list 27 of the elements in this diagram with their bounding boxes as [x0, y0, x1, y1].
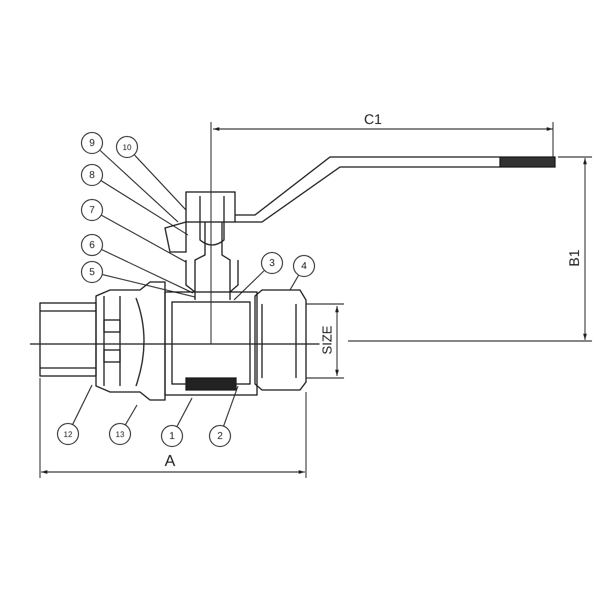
callout-number: 6: [81, 234, 103, 256]
callout-number: 3: [261, 252, 283, 274]
leader-line: [134, 154, 186, 210]
leader-line: [100, 150, 178, 222]
callout-number: 9: [81, 132, 103, 154]
leader-line: [125, 404, 138, 425]
callout-number: 2: [209, 425, 231, 447]
callout-number: 7: [81, 199, 103, 221]
callout-number: 13: [109, 423, 131, 445]
leader-line: [234, 270, 265, 300]
leader-line: [176, 398, 192, 427]
leader-line: [101, 249, 194, 294]
leader-line: [100, 180, 188, 236]
callout-number: 10: [116, 136, 138, 158]
leader-line: [102, 274, 196, 298]
callout-number: 1: [161, 425, 183, 447]
callout-number: 8: [81, 164, 103, 186]
leader-line: [290, 275, 299, 290]
callout-number: 4: [293, 255, 315, 277]
callout-number: 12: [57, 423, 79, 445]
leader-line: [223, 386, 238, 426]
dimension-label: C1: [363, 111, 383, 127]
leader-line: [101, 214, 186, 262]
leader-line: [72, 384, 92, 425]
dimension-label: B1: [566, 248, 582, 268]
dimension-label: SIZE: [320, 324, 334, 356]
callout-number: 5: [81, 261, 103, 283]
